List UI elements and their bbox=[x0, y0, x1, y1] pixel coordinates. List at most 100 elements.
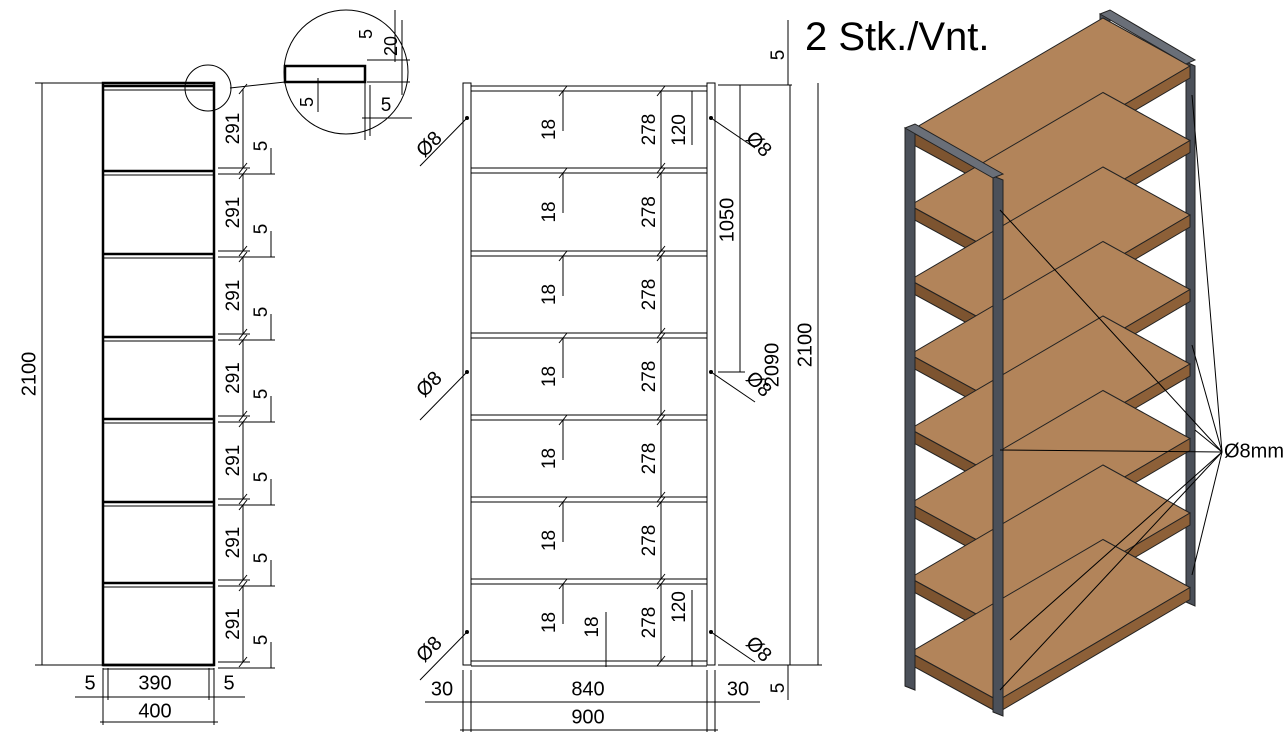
dim-1050-label: 1050 bbox=[716, 198, 738, 243]
shelf-gap-label: 291 bbox=[223, 113, 244, 145]
shelf-gap-label: 291 bbox=[223, 527, 244, 559]
shelf-gap-label: 291 bbox=[223, 445, 244, 477]
hole-label-right: Ø8 bbox=[741, 127, 775, 161]
dimension-tick bbox=[238, 580, 248, 592]
front-left-post-front bbox=[904, 127, 916, 691]
dimension-tick bbox=[656, 250, 666, 262]
shelf-thickness-label: 5 bbox=[251, 472, 272, 483]
dimension-label: 5 bbox=[768, 683, 789, 694]
detail-marker bbox=[184, 64, 232, 112]
hole-leader bbox=[999, 451, 1223, 691]
hole-leader bbox=[1191, 451, 1223, 576]
clear-278-label: 278 bbox=[639, 361, 660, 393]
dimension-tick bbox=[656, 491, 666, 503]
shelf-thickness-label: 5 bbox=[251, 224, 272, 235]
dimension-tick bbox=[656, 409, 666, 421]
isometric-view: Ø8mm bbox=[903, 9, 1284, 717]
dimension-label: 900 bbox=[571, 706, 604, 728]
shelf-gap-label: 291 bbox=[223, 362, 244, 394]
shelf-18-label: 18 bbox=[539, 366, 560, 387]
hole-dot bbox=[465, 630, 469, 634]
hole-leader bbox=[419, 117, 468, 167]
height-label: 2100 bbox=[18, 352, 40, 397]
dimension-tick bbox=[656, 578, 666, 590]
dimension-tick bbox=[238, 251, 248, 263]
hole-dot bbox=[709, 116, 713, 120]
hole-leader bbox=[710, 371, 756, 403]
dimension-tick bbox=[558, 496, 568, 508]
hole-dot bbox=[709, 630, 713, 634]
hole-dot bbox=[709, 370, 713, 374]
top-rail bbox=[903, 123, 1005, 179]
dimension-tick bbox=[656, 85, 666, 97]
hole-leader bbox=[710, 117, 756, 149]
dimension-label: 120 bbox=[669, 114, 690, 146]
hole-dot bbox=[465, 370, 469, 374]
shelf-18-label: 18 bbox=[539, 448, 560, 469]
dimension-tick bbox=[238, 328, 248, 340]
dimension-tick bbox=[238, 656, 248, 668]
dimension-tick bbox=[238, 493, 248, 505]
dimension-tick bbox=[558, 414, 568, 426]
shelf-thickness-label: 5 bbox=[251, 141, 272, 152]
dimension-tick bbox=[558, 578, 568, 590]
shelf-thickness-label: 5 bbox=[251, 553, 272, 564]
dimension-tick bbox=[558, 250, 568, 262]
dimension-label: 20 bbox=[381, 36, 401, 56]
dimension-tick bbox=[238, 245, 248, 257]
dimension-tick bbox=[558, 167, 568, 179]
hole-size-label: Ø8mm bbox=[1224, 440, 1284, 462]
clear-278-label: 278 bbox=[639, 443, 660, 475]
back-right-post bbox=[1185, 61, 1196, 607]
dimension-label: 400 bbox=[138, 700, 171, 722]
dimension-tick bbox=[656, 245, 666, 257]
dimension-tick bbox=[656, 655, 666, 667]
quantity-title: 2 Stk./Vnt. bbox=[805, 15, 990, 59]
right-post bbox=[706, 82, 716, 666]
dimension-label: 5 bbox=[381, 95, 392, 116]
clear-278-label: 278 bbox=[639, 279, 660, 311]
dimension-tick bbox=[238, 162, 248, 174]
dimension-tick bbox=[558, 85, 568, 97]
detail-leader bbox=[229, 81, 286, 89]
dimension-label: 5 bbox=[356, 29, 376, 39]
shelf-gap-label: 291 bbox=[223, 197, 244, 229]
shelf-thickness-label: 5 bbox=[251, 635, 272, 646]
dimension-tick bbox=[238, 416, 248, 428]
hole-leader bbox=[419, 371, 468, 421]
dimension-tick bbox=[656, 496, 666, 508]
hole-dot bbox=[465, 116, 469, 120]
dimension-label: 30 bbox=[431, 678, 453, 700]
hole-leader bbox=[1009, 451, 1223, 641]
dimension-tick bbox=[238, 83, 248, 95]
dimension-tick bbox=[656, 162, 666, 174]
dimension-label: 5 bbox=[223, 672, 234, 694]
hole-leader bbox=[999, 209, 1223, 453]
hole-leader bbox=[1191, 94, 1223, 453]
hole-label-left: Ø8 bbox=[412, 127, 446, 161]
top-rail-back bbox=[1098, 9, 1197, 65]
hole-label-right: Ø8 bbox=[741, 632, 775, 666]
dimension-tick bbox=[656, 573, 666, 585]
dimension-label: 5 bbox=[297, 97, 317, 107]
dimension-label: 5 bbox=[84, 672, 95, 694]
hole-leader bbox=[710, 631, 756, 663]
shelf-thickness-label: 5 bbox=[251, 307, 272, 318]
shelf-18-label: 18 bbox=[539, 284, 560, 305]
dim-2100-label: 2100 bbox=[794, 323, 816, 368]
shelf-18-label: 18 bbox=[539, 119, 560, 140]
dimension-label: 390 bbox=[138, 672, 171, 694]
dimension-tick bbox=[238, 574, 248, 586]
hole-leader bbox=[1194, 429, 1223, 453]
dimension-tick bbox=[558, 332, 568, 344]
hole-leader bbox=[1191, 344, 1223, 453]
dimension-label: 18 bbox=[582, 616, 603, 637]
dimension-label: 5 bbox=[768, 50, 789, 61]
dimension-tick bbox=[656, 414, 666, 426]
dimension-label: 120 bbox=[669, 591, 690, 623]
dimension-tick bbox=[656, 327, 666, 339]
dimension-label: 840 bbox=[571, 678, 604, 700]
